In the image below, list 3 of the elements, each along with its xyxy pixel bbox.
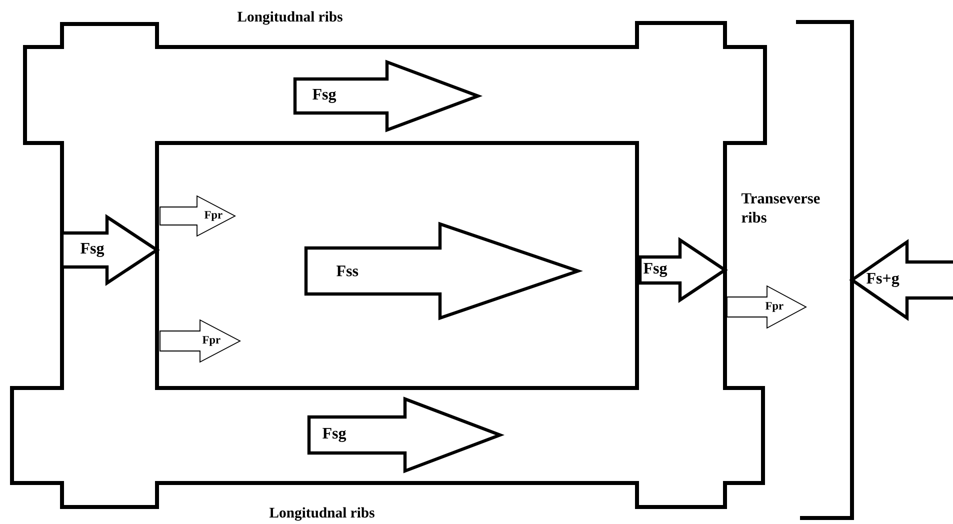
rib-label: Transeverse ribs (742, 193, 820, 223)
rib-label: Longitudnal ribs (269, 507, 374, 521)
rib-label: Longitudnal ribs (237, 11, 342, 25)
